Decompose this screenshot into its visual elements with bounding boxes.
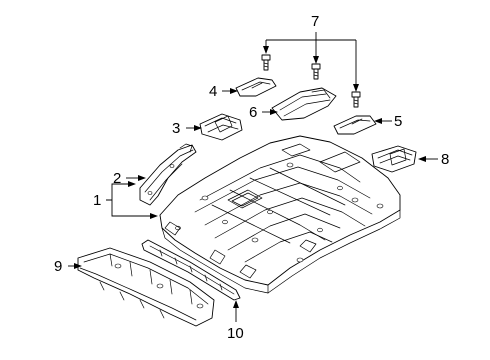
side-rail-extension (139, 143, 197, 206)
leader-4 (222, 88, 238, 94)
leader-7 (263, 32, 359, 92)
leader-2 (126, 175, 146, 181)
callout-4: 4 (209, 83, 217, 100)
callout-10: 10 (227, 325, 244, 342)
leader-10 (233, 300, 239, 322)
callout-1: 1 (93, 192, 101, 209)
rear-bracket-8 (371, 145, 417, 173)
leader-6 (262, 109, 278, 115)
crossmember-9 (77, 247, 215, 327)
callout-5: 5 (394, 113, 402, 130)
bolt-b (311, 63, 321, 80)
callout-3: 3 (172, 120, 180, 137)
leader-3 (186, 125, 202, 131)
callout-2: 2 (113, 170, 121, 187)
floor-bracket-3 (199, 113, 243, 141)
rear-floor-pan (159, 135, 401, 294)
upper-bracket-4 (235, 77, 277, 97)
callout-7: 7 (311, 13, 319, 30)
leader-5 (374, 118, 392, 124)
callout-6: 6 (249, 104, 257, 121)
bolt-a (261, 54, 271, 71)
right-bracket-5 (333, 115, 377, 135)
callout-9: 9 (54, 258, 62, 275)
bolt-set-7 (261, 54, 361, 108)
leader-8 (418, 156, 438, 162)
center-bracket-6 (271, 87, 337, 121)
leader-1 (106, 181, 158, 219)
reinforcement-strip-10 (141, 239, 241, 301)
bolt-c (351, 91, 361, 108)
callout-8: 8 (441, 151, 449, 168)
leader-9 (68, 263, 82, 269)
